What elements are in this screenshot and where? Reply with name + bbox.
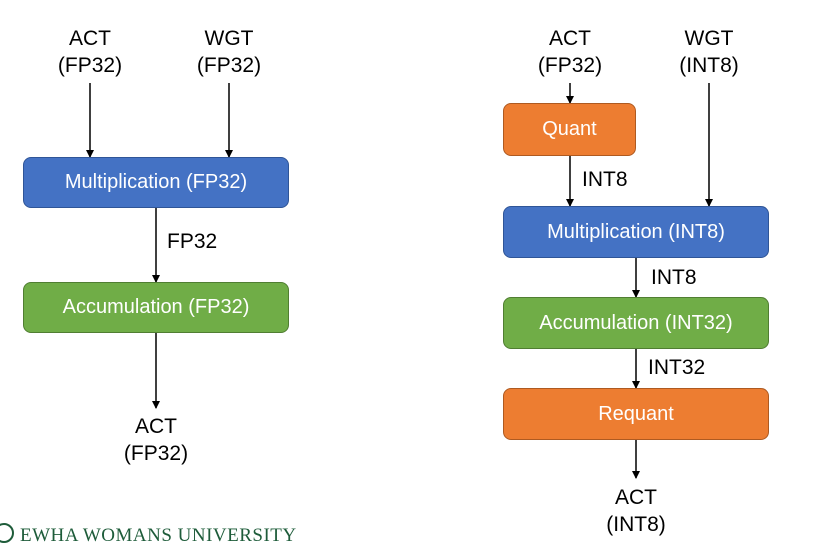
university-footer: EWHA WOMANS UNIVERSITY — [0, 523, 297, 547]
right-accumulation-block: Accumulation (INT32) — [503, 297, 769, 349]
university-logo-icon — [0, 523, 14, 543]
left-multiplication-label: Multiplication (FP32) — [64, 171, 248, 193]
left-act-input-label: ACT (FP32) — [40, 25, 140, 79]
right-mult-to-acc-label: INT8 — [651, 266, 697, 289]
left-wgt-input-line2: (FP32) — [196, 54, 262, 77]
left-accumulation-label: Accumulation (FP32) — [62, 296, 250, 318]
left-act-output-line2: (FP32) — [123, 442, 189, 465]
right-wgt-input-label: WGT (INT8) — [659, 25, 759, 79]
right-quant-to-mult-label: INT8 — [582, 168, 628, 191]
right-act-input-label: ACT (FP32) — [520, 25, 620, 79]
right-act-input-line2: (FP32) — [537, 54, 603, 77]
left-act-input-line1: ACT — [69, 27, 111, 50]
left-multiplication-block: Multiplication (FP32) — [23, 157, 289, 208]
right-act-output-line2: (INT8) — [606, 513, 666, 536]
right-quant-label: Quant — [542, 118, 597, 140]
right-wgt-input-line1: WGT — [684, 27, 734, 50]
right-requant-block: Requant — [503, 388, 769, 440]
right-accumulation-label: Accumulation (INT32) — [539, 311, 733, 334]
right-quant-block: Quant — [503, 103, 636, 156]
left-mult-to-acc-label: FP32 — [167, 230, 218, 253]
right-requant-label: Requant — [598, 402, 674, 425]
right-multiplication-block: Multiplication (INT8) — [503, 206, 769, 258]
left-wgt-input-line1: WGT — [204, 27, 254, 50]
right-multiplication-label: Multiplication (INT8) — [547, 220, 725, 243]
right-act-output-label: ACT (INT8) — [586, 484, 686, 538]
right-act-input-line1: ACT — [549, 27, 591, 50]
right-wgt-input-line2: (INT8) — [679, 54, 739, 77]
left-act-output-line1: ACT — [135, 415, 177, 438]
left-act-output-label: ACT (FP32) — [106, 413, 206, 467]
left-act-input-line2: (FP32) — [57, 54, 123, 77]
university-name: EWHA WOMANS UNIVERSITY — [20, 525, 297, 546]
right-acc-to-requant-label: INT32 — [648, 356, 706, 379]
left-accumulation-block: Accumulation (FP32) — [23, 282, 289, 333]
right-act-output-line1: ACT — [615, 486, 657, 509]
left-wgt-input-label: WGT (FP32) — [179, 25, 279, 79]
